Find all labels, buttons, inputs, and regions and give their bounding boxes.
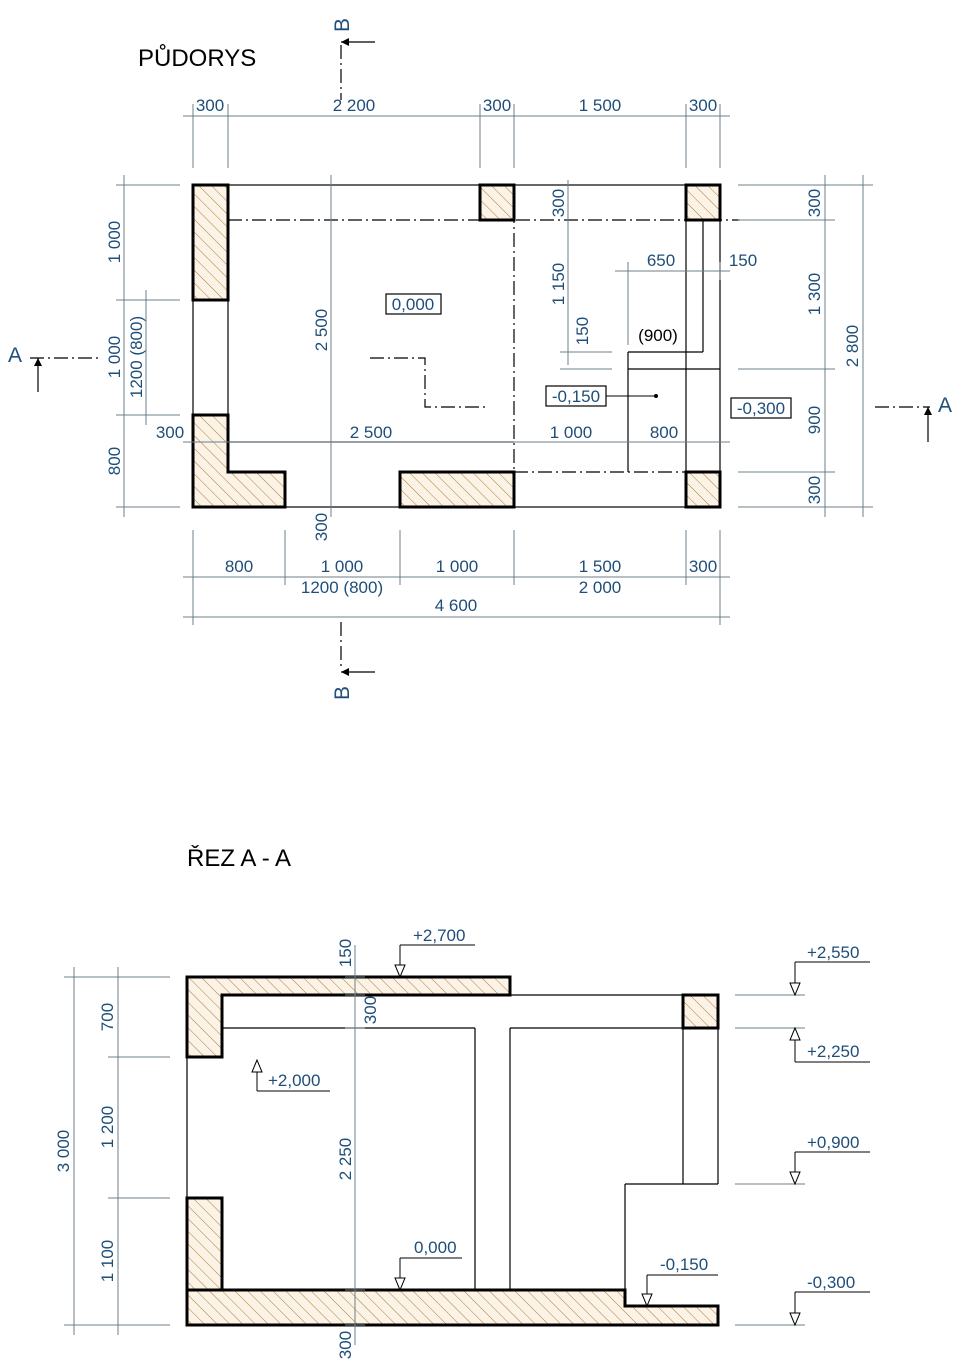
plan-drawing: PŮDORYS A A [8,18,952,700]
dim-label: 800 [650,423,678,442]
dim-label: 150 [573,317,592,345]
section-drawing: ŘEZ A - A 700 1 200 1 100 3 000 [54,845,870,1359]
section-marker-b-top: B [331,18,354,32]
dim-label: 2 800 [843,325,862,368]
dim-label: 800 [105,447,124,475]
dim-label: 4 600 [435,596,478,615]
level-box [730,397,792,419]
level-label: 0,000 [414,1238,457,1257]
dim-label: 2 250 [336,1138,355,1181]
dim-label: 1 500 [579,96,622,115]
dim-label: 300 [689,96,717,115]
level-label: -0,150 [660,1255,708,1274]
level-label: -0,150 [552,387,600,406]
section-left-dimensions: 700 1 200 1 100 3 000 [54,967,170,1335]
dim-label: 2 200 [333,96,376,115]
dim-label: 1 100 [98,1240,117,1283]
level-label: +2,700 [413,926,465,945]
dim-label: 150 [729,251,757,270]
level-label: 0,000 [392,295,435,314]
dim-label: 300 [196,96,224,115]
dim-label: 2 500 [350,423,393,442]
dim-label: 300 [689,557,717,576]
plan-outline [192,184,721,508]
pillar [478,183,516,222]
dim-label: 700 [98,1003,117,1031]
dim-label: 1 200 [98,1106,117,1149]
dim-label: 2 500 [312,309,331,352]
section-inner-dimensions: 150 300 2 250 300 [336,939,380,1359]
pillar [684,470,722,509]
dim-label: 1 000 [105,221,124,264]
dim-label: 300 [336,1331,355,1359]
dim-label: 3 000 [54,1130,73,1173]
dim-label: 1 300 [805,273,824,316]
dim-label: 300 [156,423,184,442]
plan-left-dimensions: 1 000 1 000 1200 (800) 800 [105,175,180,517]
floor-slab [185,1288,720,1327]
dim-label: 1 000 [321,557,364,576]
dim-label: 1 000 [550,423,593,442]
section-title: ŘEZ A - A [187,845,291,872]
beam [681,993,720,1030]
dim-label: 1 500 [579,557,622,576]
dim-label: 1200 (800) [301,578,383,597]
dim-label: 300 [805,476,824,504]
wall-segment [398,470,516,509]
dim-label: 1 150 [549,263,568,306]
level-label: +2,550 [807,943,859,962]
dim-label: 300 [312,513,331,541]
wall-segment [185,1196,224,1292]
section-marker-a-right: A [938,394,952,417]
level-label: +0,900 [807,1133,859,1152]
dim-label: 300 [483,96,511,115]
wall-corner [191,413,287,509]
plan-right-dimensions: 300 1 300 900 300 2 800 [738,175,873,517]
section-level-markers: +2,700 +2,000 0,000 -0,150 +2,550 +2,25 [251,926,870,1327]
dim-label: 900 [805,406,824,434]
plan-inner-dimensions: 2 500 300 2 500 1 000 800 300 1 150 150 … [156,175,757,541]
dim-label: 300 [805,189,824,217]
level-label: +2,000 [268,1071,320,1090]
section-marker-a-left: A [8,344,22,367]
dim-label: 300 [549,189,568,217]
dim-label: 650 [647,251,675,270]
dim-label: 1200 (800) [127,316,146,398]
dim-label: 300 [361,996,380,1024]
dim-label: 1 000 [105,336,124,379]
wall-segment [191,183,230,302]
dim-label: (900) [638,326,678,345]
dim-label: 800 [225,557,253,576]
level-box [385,293,442,315]
plan-top-dimensions: 300 2 200 300 1 500 300 [183,96,730,168]
section-marker-b-bottom: B [331,686,354,700]
level-label: +2,250 [807,1042,859,1061]
dim-label: 2 000 [579,578,622,597]
dim-label: 150 [336,939,355,967]
pillar [684,183,722,222]
level-label: -0,300 [737,399,785,418]
plan-title: PŮDORYS [138,43,256,72]
level-label: -0,300 [807,1273,855,1292]
dim-label: 1 000 [436,557,479,576]
plan-bottom-dimensions: 800 1 000 1 000 1 500 300 1200 (800) 2 0… [183,530,730,625]
roof-slab [185,975,512,1059]
